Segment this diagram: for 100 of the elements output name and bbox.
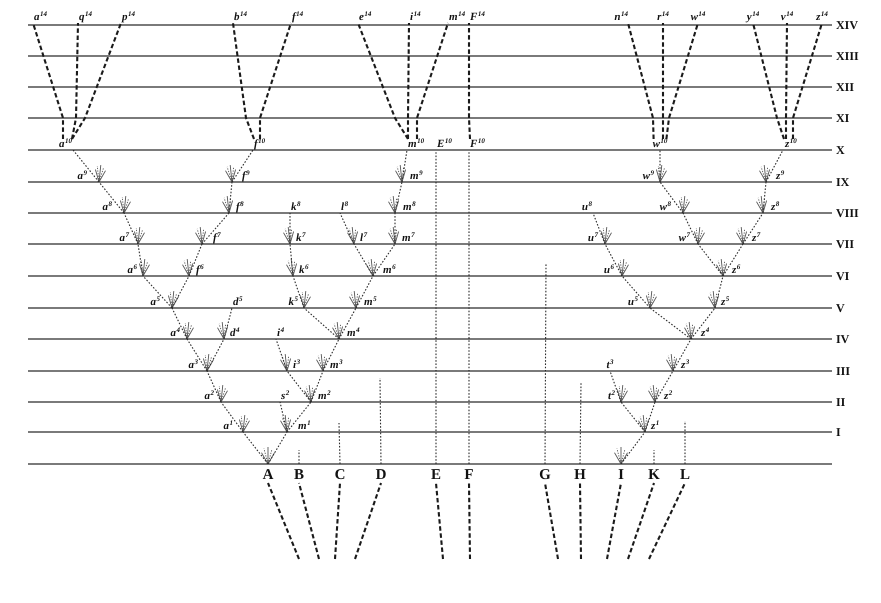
lineage-line [292, 276, 305, 308]
lineage-line [401, 150, 408, 182]
species-label: i$^{4}$ [276, 328, 284, 339]
species-label: k$^{5}$ [288, 297, 304, 308]
species-label: f$^{8}$ [229, 202, 244, 213]
species-letter: E [431, 464, 441, 483]
species-label: k$^{8}$ [290, 202, 300, 213]
species-label: E$^{10}$ [436, 139, 452, 150]
species-label: a$^{2}$ [204, 391, 221, 402]
lineage-line [578, 482, 582, 560]
generation-numeral: VIII [836, 207, 859, 219]
species-label: z$^{8}$ [763, 202, 780, 213]
species-label: a$^{7}$ [120, 233, 138, 244]
lineage-line [660, 182, 684, 214]
lineage-line [279, 402, 288, 432]
lineage-line [626, 22, 655, 140]
generation-numeral: XII [836, 81, 854, 93]
species-label: w$^{7}$ [678, 233, 698, 244]
lineage-line [220, 402, 244, 432]
generation-numeral: IX [836, 176, 850, 188]
lineage-line [604, 244, 622, 276]
species-label: i$^{14}$ [409, 12, 421, 23]
lineage-line [644, 402, 656, 432]
species-label: m$^{3}$ [323, 360, 343, 371]
species-label: t$^{2}$ [608, 391, 621, 402]
lineage-line [354, 482, 382, 560]
species-letter: H [574, 464, 586, 483]
lineage-line [682, 212, 698, 244]
species-label: p$^{14}$ [121, 12, 135, 23]
lineage-line [32, 22, 64, 139]
species-label: z$^{14}$ [816, 12, 828, 23]
lineage-line [766, 150, 784, 182]
species-label: z$^{9}$ [766, 171, 784, 182]
lineage-line [340, 212, 354, 244]
species-label: d$^{4}$ [224, 328, 240, 339]
lineage-line [434, 482, 444, 560]
lineage-line [684, 421, 686, 464]
species-letter: K [648, 464, 660, 483]
lineage-line [435, 150, 437, 464]
species-label: a$^{1}$ [224, 421, 243, 432]
lineage-line [468, 482, 472, 560]
lineage-line [722, 244, 744, 276]
lineage-line [289, 244, 294, 276]
species-label: a$^{9}$ [78, 171, 99, 182]
species-label: u$^{6}$ [604, 265, 622, 276]
lineage-line [648, 482, 686, 560]
lineage-line [242, 432, 268, 464]
lineage-line [338, 308, 356, 340]
species-letter: F [464, 464, 474, 483]
lineage-line [298, 482, 320, 560]
species-label: l$^{7}$ [354, 233, 368, 244]
species-label: z$^{3}$ [673, 360, 690, 371]
species-label: n$^{14}$ [614, 12, 628, 23]
species-label: a$^{8}$ [102, 202, 124, 213]
lineage-line [286, 402, 312, 432]
species-label: f$^{9}$ [232, 171, 250, 182]
species-label: f$^{6}$ [189, 265, 204, 276]
lineage-line [338, 422, 341, 464]
lineage-line [267, 482, 300, 560]
species-label: a$^{10}$ [59, 139, 73, 150]
species-label: w$^{9}$ [642, 171, 660, 182]
species-letter: B [294, 464, 304, 483]
species-label: w$^{8}$ [660, 202, 683, 213]
species-label: m$^{1}$ [287, 421, 311, 432]
generation-numeral: V [836, 302, 845, 314]
species-label: m$^{5}$ [356, 297, 377, 308]
species-label: q$^{14}$ [78, 12, 92, 23]
lineage-line [654, 370, 674, 402]
species-label: F$^{14}$ [469, 12, 485, 23]
lineage-line [620, 432, 646, 464]
species-label: v$^{14}$ [780, 12, 794, 23]
lineage-line [206, 370, 222, 402]
species-label: f$^{7}$ [202, 233, 221, 244]
lineage-line [653, 450, 655, 464]
lineage-line [304, 308, 340, 340]
lineage-line [98, 182, 124, 214]
lineage-line [662, 23, 664, 139]
species-label: u$^{8}$ [582, 202, 593, 213]
lineage-line [372, 244, 396, 276]
lineage-line [650, 308, 692, 340]
species-label: k$^{7}$ [290, 233, 306, 244]
lineage-line [394, 182, 403, 214]
species-label: w$^{10}$ [652, 139, 668, 150]
species-label: z$^{10}$ [783, 139, 797, 150]
lineage-line [620, 402, 646, 432]
generation-numeral: X [836, 144, 845, 156]
lineage-line [665, 22, 699, 140]
lineage-line [142, 276, 172, 308]
species-label: u$^{7}$ [588, 233, 605, 244]
lineage-line [232, 22, 255, 140]
lineage-line [206, 338, 224, 372]
species-label: m$^{7}$ [395, 233, 415, 244]
lineage-line [137, 244, 144, 276]
species-label: z$^{2}$ [655, 391, 672, 402]
species-label: m$^{2}$ [311, 391, 331, 402]
species-label: t$^{3}$ [606, 360, 614, 371]
species-label: a$^{4}$ [170, 328, 187, 339]
lineage-line [268, 432, 288, 464]
species-label: z$^{4}$ [691, 328, 710, 339]
lineage-line [406, 22, 410, 139]
